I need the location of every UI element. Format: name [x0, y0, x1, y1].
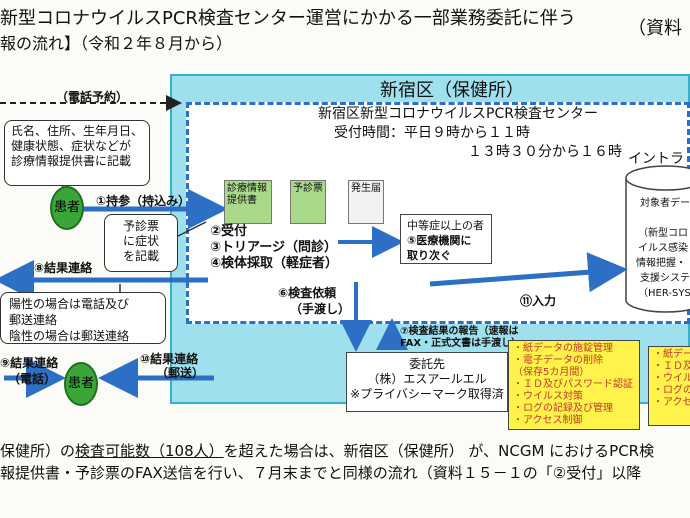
questionnaire-document-icon: 予診票: [290, 180, 326, 224]
db-line-1: （新型コロ: [638, 228, 688, 239]
symptom-callout: 予診票 に症状 を記載: [104, 214, 178, 272]
step1-label: ①持参（持込み）: [96, 194, 191, 208]
pcr-center-title: 新宿区新型コロナウイルスPCR検査センター: [318, 106, 598, 122]
footer-line1: 保健所）の検査可能数（108人）を超えた場合は、新宿区（保健所） が、NCGM …: [0, 440, 654, 461]
result-callout-line: 陽性の場合は電話及び: [9, 297, 130, 311]
medical-line: ⑤医療機関に: [407, 234, 472, 247]
security-line: ・アクセス制御: [513, 415, 583, 426]
referral-document-label: 診療情報提供書: [227, 183, 267, 206]
consignee-line: （株）エスアールエル: [367, 372, 487, 386]
symptom-callout-line: 予診票: [122, 219, 159, 233]
consignee-line: 委託先: [408, 357, 445, 371]
patient-label: 患者: [53, 200, 80, 215]
symptom-callout-line: を記載: [122, 249, 159, 263]
db-line-3: 情報把握・: [636, 258, 686, 269]
step2-label: ②受付: [210, 224, 248, 239]
step3-label: ③トリアージ（問診）: [210, 240, 337, 255]
shinjuku-region-label: 新宿区（保健所）: [380, 80, 524, 101]
step10-label: ⑩結果連絡: [140, 352, 199, 366]
notification-document-icon: 発生届: [348, 180, 384, 224]
step8-label: ⑧結果連絡: [34, 261, 93, 275]
step9-label: ⑨結果連絡: [0, 356, 59, 370]
result-callout-line: 陰性の場合は郵送連絡: [9, 329, 130, 343]
medical-line: 取り次ぐ: [407, 249, 451, 262]
questionnaire-document-label: 予診票: [293, 183, 323, 194]
db-line-5: （HER-SYS: [638, 288, 690, 299]
step7-note: ⑦検査結果の報告（速報は FAX・正式文書は手渡し）: [400, 326, 521, 350]
step6-sub-label: （手渡し）: [290, 302, 351, 316]
footer-line2: 報提供書・予診票のFAX送信を行い、７月末までと同様の流れ（資料１５－１の「②受…: [0, 464, 642, 482]
consignee-line: ※プライバシーマーク取得済: [350, 387, 504, 401]
hours-line2: １３時３０分から１６時: [468, 144, 622, 160]
security2-line: ・アクセ: [653, 397, 690, 408]
db-line-4: 支援システ: [640, 273, 690, 284]
referral-document-icon: 診療情報提供書: [224, 180, 272, 224]
info-callout: 氏名、住所、生年月日、 健康状態、症状などが 診療情報提供書に記載: [4, 120, 150, 186]
title-line2: 報の流れ】（令和２年８月から）: [0, 34, 233, 53]
result-callout: 陽性の場合は電話及び 郵送連絡 陰性の場合は郵送連絡: [0, 292, 166, 344]
info-callout-line: 診療情報提供書に記載: [11, 154, 132, 168]
security2-line: ・紙デー: [653, 349, 690, 360]
database-cylinder-icon: [625, 165, 690, 313]
security2-line: ・ウイル: [653, 373, 690, 384]
result-callout-line: 郵送連絡: [9, 313, 58, 327]
step4-label: ④検体採取（軽症者）: [210, 256, 339, 271]
footer-line1-capacity: 検査可能数（108人）: [75, 442, 224, 460]
security2-line: ・ログの: [653, 385, 690, 396]
db-line-2: イルス感染: [638, 243, 688, 254]
step6-label: ⑥検査依頼: [278, 286, 337, 300]
symptom-callout-line: に症状: [122, 234, 159, 248]
security-line: ・紙データの施錠管理: [513, 343, 613, 354]
patient-icon-bottom: 患者: [64, 362, 98, 406]
step10-sub-label: （郵送）: [156, 366, 205, 380]
notification-document-label: 発生届: [351, 183, 381, 194]
info-callout-line: 健康状態、症状などが: [11, 139, 132, 153]
security-line: ・ウイルス対策: [513, 391, 583, 402]
doc-reference: （資料: [628, 18, 682, 39]
security-line: ・ＩＤ及びパスワード認証: [513, 379, 633, 390]
info-callout-line: 氏名、住所、生年月日、: [11, 124, 144, 138]
step7-line2: FAX・正式文書は手渡し）: [400, 338, 522, 349]
step11-label: ⑪入力: [520, 294, 557, 308]
footer-line1-post: を超えた場合は、新宿区（保健所） が、NCGM におけるPCR検: [223, 442, 655, 460]
security2-line: ・ＩＤ及: [653, 361, 690, 372]
step9-sub-label: （電話）: [8, 372, 57, 386]
security-line: （保存5カ月間）: [513, 367, 590, 378]
intranet-label: イントラ: [628, 151, 684, 167]
security-line: ・ログの記録及び管理: [513, 403, 613, 414]
phone-reservation-label: （電話予約）: [56, 90, 129, 104]
intake-steps: ②受付 ③トリアージ（問診） ④検体採取（軽症者）: [210, 224, 338, 272]
title-line1: 新型コロナウイルスPCR検査センター運営にかかる一部業務委託に伴う: [0, 8, 576, 29]
footer-line1-pre: 保健所）の: [0, 442, 76, 460]
consignee-box: 委託先 （株）エスアールエル ※プライバシーマーク取得済: [346, 352, 508, 412]
step7-line1: ⑦検査結果の報告（速報は: [400, 326, 519, 337]
hours-line1: 受付時間：平日９時から１１時: [334, 125, 530, 141]
security-measures-box: ・紙データの施錠管理 ・電子データの削除 （保存5カ月間） ・ＩＤ及びパスワード…: [508, 340, 640, 430]
medical-line: 中等症以上の者: [407, 219, 484, 232]
db-line-0: 対象者デー: [640, 198, 690, 209]
security-line: ・電子データの削除: [513, 355, 603, 366]
patient-icon-top: 患者: [50, 186, 84, 230]
security-measures-box-2: ・紙デー ・ＩＤ及 ・ウイル ・ログの ・アクセ: [648, 346, 690, 426]
medical-referral-box: 中等症以上の者 ⑤医療機関に 取り次ぐ: [400, 214, 492, 264]
patient-label: 患者: [67, 376, 94, 391]
